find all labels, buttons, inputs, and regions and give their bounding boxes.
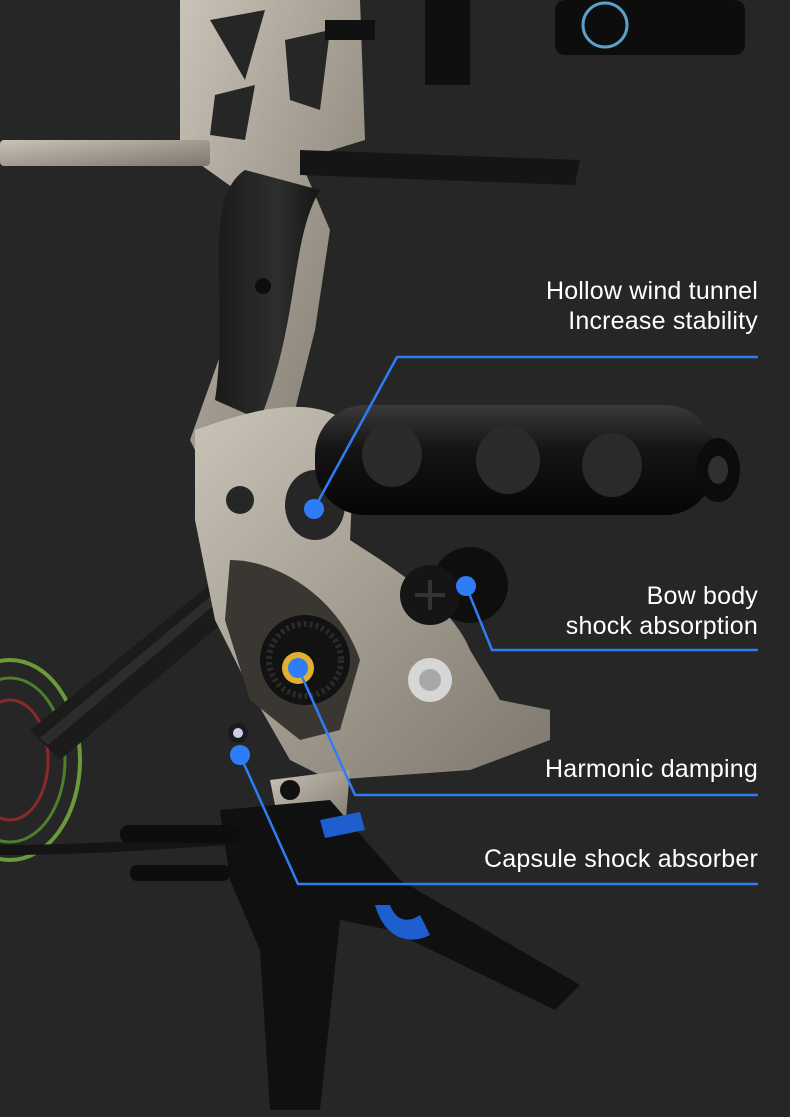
shock-absorber [400, 547, 508, 625]
label-line: Hollow wind tunnel [545, 277, 758, 305]
callout-line-shock [464, 585, 758, 652]
label-capsule-shock-absorber: Capsule shock absorber [484, 844, 758, 874]
label-line: Capsule shock absorber [484, 845, 758, 873]
label-line: Increase stability [568, 307, 758, 335]
label-hollow-wind-tunnel: Hollow wind tunnel Increase stability [546, 276, 758, 336]
callout-dot-tunnel [304, 499, 324, 519]
bow-cam [0, 658, 82, 862]
callout-line-harmonic [296, 667, 758, 797]
callout-dot-harmonic [288, 658, 308, 678]
label-harmonic-damping: Harmonic damping [545, 754, 758, 784]
bow-riser [0, 0, 580, 780]
callout-line-tunnel [312, 355, 758, 510]
bow-stand [120, 800, 580, 1110]
label-line: shock absorption [565, 612, 758, 640]
callout-dot-shock [456, 576, 476, 596]
callout-dot-capsule [230, 745, 250, 765]
label-line: Harmonic damping [544, 755, 758, 783]
callout-line-capsule [238, 754, 758, 886]
bow-sight [555, 0, 745, 55]
harmonic-damper [260, 615, 350, 705]
stabilizer [315, 405, 740, 515]
label-line: Bow body [646, 582, 758, 610]
label-bow-body-shock: Bow body shock absorption [566, 581, 758, 641]
